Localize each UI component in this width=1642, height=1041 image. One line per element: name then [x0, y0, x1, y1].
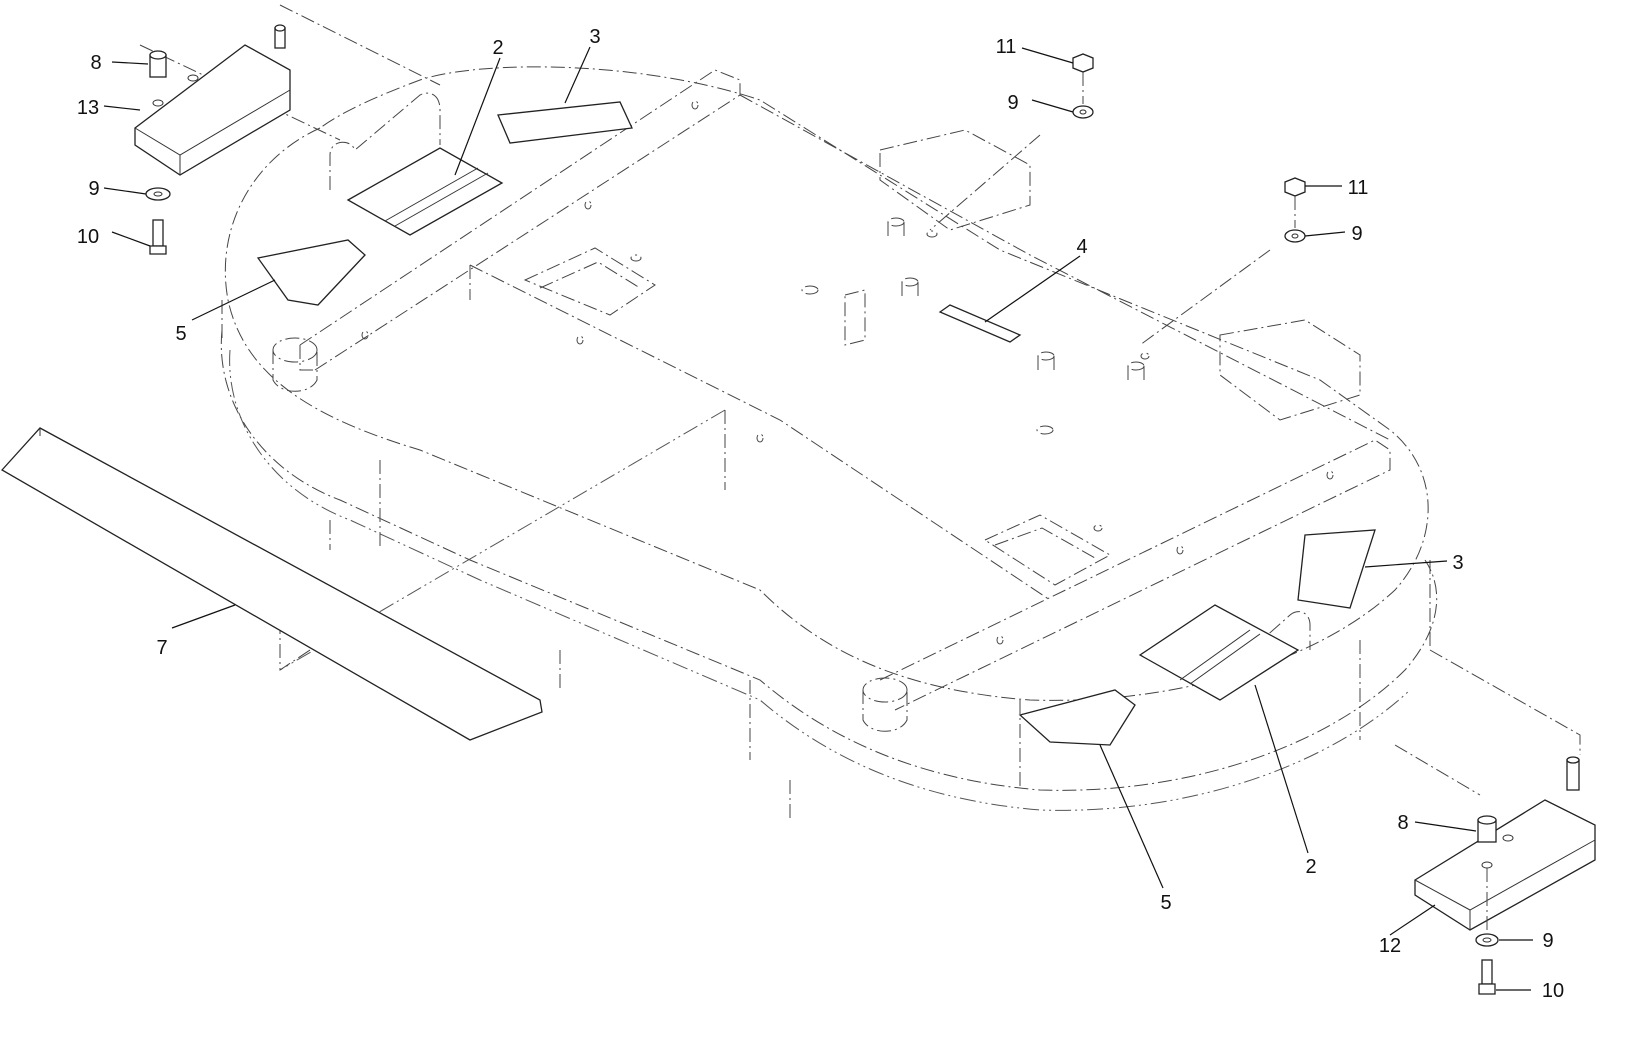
callout-8-right: 8	[1397, 812, 1408, 834]
mower-deck-outline	[139, 4, 1581, 820]
callout-13: 13	[77, 97, 99, 119]
decal-4	[938, 304, 1022, 343]
callout-9-left: 9	[88, 178, 99, 200]
bolt-10-right	[1478, 959, 1496, 995]
nut-11-a	[1072, 53, 1094, 73]
bolt-10-left	[149, 219, 167, 255]
spacer-8-left	[149, 50, 167, 107]
spacer-8-right	[1477, 815, 1497, 843]
decal-3-right	[1297, 529, 1376, 609]
deflector-strip	[0, 427, 543, 741]
decal-3-left	[497, 101, 633, 144]
callout-8-left: 8	[90, 52, 101, 74]
leader-lines	[103, 46, 1533, 991]
nut-11-b	[1284, 177, 1306, 197]
callout-12: 12	[1379, 935, 1401, 957]
decal-5-left	[256, 239, 366, 306]
callout-3-right: 3	[1452, 552, 1463, 574]
callout-4: 4	[1076, 236, 1087, 258]
callout-9-right-top: 9	[1351, 223, 1362, 245]
callout-2-top: 2	[492, 37, 503, 59]
callout-5-right: 5	[1160, 892, 1171, 914]
callout-11-right: 11	[1348, 177, 1369, 199]
bracket-12	[1414, 756, 1596, 931]
washer-9-b	[1284, 196, 1306, 243]
callout-10-bottom: 10	[1542, 980, 1564, 1002]
washer-9-right	[1475, 868, 1499, 947]
decal-5-right	[1018, 689, 1136, 746]
washer-9-left	[145, 187, 171, 201]
decal-2-right	[1138, 604, 1300, 701]
callout-9-top: 9	[1007, 92, 1018, 114]
callout-7: 7	[156, 637, 167, 659]
callout-10-left: 10	[77, 226, 99, 248]
callout-5-left: 5	[175, 323, 186, 345]
decal-2-left	[346, 147, 504, 236]
callout-9-bottom: 9	[1542, 930, 1553, 952]
callout-2-right: 2	[1305, 856, 1316, 878]
callout-3-top: 3	[589, 26, 600, 48]
bracket-13	[134, 24, 291, 176]
callout-11-top: 11	[996, 36, 1017, 58]
washer-9-a	[1072, 72, 1094, 119]
